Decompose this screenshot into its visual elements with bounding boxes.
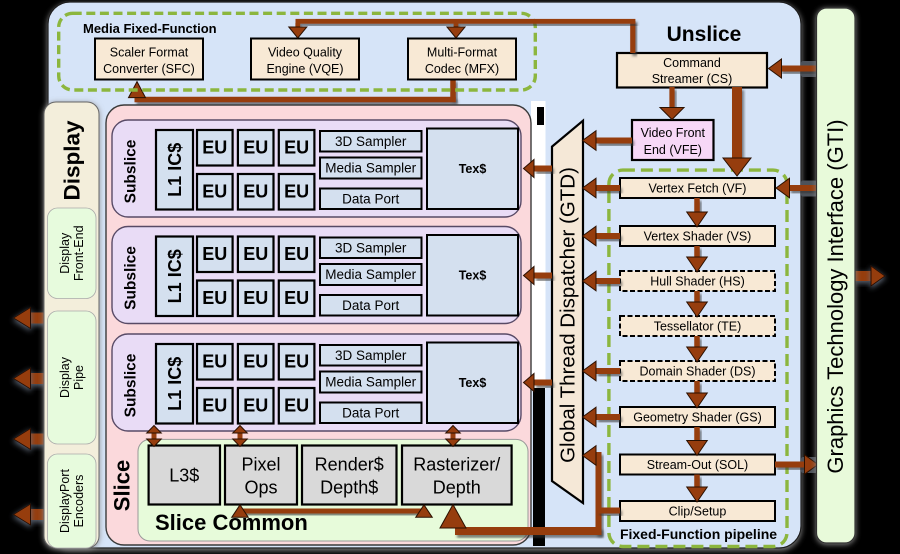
svg-text:Command: Command xyxy=(663,56,721,70)
svg-text:Media Sampler: Media Sampler xyxy=(325,161,416,176)
svg-text:EU: EU xyxy=(243,244,268,264)
svg-text:Video Quality: Video Quality xyxy=(268,46,343,60)
svg-text:Vertex Shader (VS): Vertex Shader (VS) xyxy=(644,230,752,244)
svg-text:Slice: Slice xyxy=(110,460,135,511)
svg-text:Engine (VQE): Engine (VQE) xyxy=(266,62,343,76)
svg-text:3D Sampler: 3D Sampler xyxy=(335,134,407,149)
svg-text:Tex$: Tex$ xyxy=(459,162,487,176)
svg-text:Unslice: Unslice xyxy=(667,23,742,46)
svg-text:Subslice: Subslice xyxy=(122,353,139,417)
svg-text:Display: Display xyxy=(59,120,84,201)
svg-text:EU: EU xyxy=(243,182,268,202)
svg-text:Pixel: Pixel xyxy=(241,455,280,475)
svg-text:Display: Display xyxy=(58,232,72,274)
svg-text:EU: EU xyxy=(202,288,227,308)
svg-text:Tex$: Tex$ xyxy=(459,376,487,390)
svg-text:Geometry Shader (GS): Geometry Shader (GS) xyxy=(633,411,762,425)
svg-text:Graphics Technology Interface: Graphics Technology Interface (GTI) xyxy=(823,119,848,473)
svg-text:EU: EU xyxy=(284,138,309,158)
svg-text:3D Sampler: 3D Sampler xyxy=(335,348,407,363)
svg-text:EU: EU xyxy=(202,352,227,372)
svg-text:Global Thread Dispatcher (GTD): Global Thread Dispatcher (GTD) xyxy=(557,167,580,463)
svg-text:EU: EU xyxy=(202,396,227,416)
svg-text:EU: EU xyxy=(202,244,227,264)
svg-text:Depth: Depth xyxy=(433,478,481,498)
svg-text:Data Port: Data Port xyxy=(342,298,399,313)
svg-text:L1 IC$: L1 IC$ xyxy=(165,249,185,303)
svg-text:EU: EU xyxy=(284,288,309,308)
svg-text:Media Sampler: Media Sampler xyxy=(325,267,416,282)
svg-text:Data Port: Data Port xyxy=(342,192,399,207)
svg-text:Rasterizer/: Rasterizer/ xyxy=(413,455,500,475)
svg-text:Media Sampler: Media Sampler xyxy=(325,375,416,390)
svg-text:Render$: Render$ xyxy=(315,455,384,475)
svg-text:EU: EU xyxy=(243,352,268,372)
svg-text:3D Sampler: 3D Sampler xyxy=(335,241,407,256)
svg-text:Fixed-Function pipeline: Fixed-Function pipeline xyxy=(620,526,777,542)
svg-text:Multi-Format: Multi-Format xyxy=(427,46,498,60)
svg-text:Stream-Out (SOL): Stream-Out (SOL) xyxy=(647,458,748,472)
svg-text:L3$: L3$ xyxy=(169,466,199,486)
svg-text:Scaler Format: Scaler Format xyxy=(110,46,189,60)
svg-text:EU: EU xyxy=(284,352,309,372)
svg-text:Encoders: Encoders xyxy=(72,475,86,528)
svg-text:Pipe: Pipe xyxy=(72,365,86,390)
svg-text:Subslice: Subslice xyxy=(122,139,139,203)
svg-text:Front-End: Front-End xyxy=(72,225,86,281)
svg-text:DisplayPort: DisplayPort xyxy=(58,469,72,533)
svg-text:EU: EU xyxy=(243,138,268,158)
svg-text:Codec (MFX): Codec (MFX) xyxy=(425,62,499,76)
svg-text:Media Fixed-Function: Media Fixed-Function xyxy=(83,21,217,36)
svg-text:Subslice: Subslice xyxy=(122,246,139,310)
svg-text:Data Port: Data Port xyxy=(342,406,399,421)
svg-text:EU: EU xyxy=(284,244,309,264)
svg-text:Slice Common: Slice Common xyxy=(155,510,308,535)
svg-text:EU: EU xyxy=(243,396,268,416)
svg-text:Hull Shader (HS): Hull Shader (HS) xyxy=(650,275,744,289)
svg-text:Video Front: Video Front xyxy=(641,126,706,140)
svg-text:EU: EU xyxy=(202,182,227,202)
svg-text:EU: EU xyxy=(284,182,309,202)
svg-text:Domain Shader (DS): Domain Shader (DS) xyxy=(639,365,755,379)
svg-text:Vertex Fetch (VF): Vertex Fetch (VF) xyxy=(649,182,747,196)
svg-text:Depth$: Depth$ xyxy=(320,478,378,498)
svg-text:EU: EU xyxy=(202,138,227,158)
svg-text:Display: Display xyxy=(58,356,72,398)
svg-text:Tex$: Tex$ xyxy=(459,269,487,283)
svg-text:Ops: Ops xyxy=(244,478,277,498)
svg-text:L1 IC$: L1 IC$ xyxy=(165,143,185,197)
svg-text:EU: EU xyxy=(243,288,268,308)
svg-text:Clip/Setup: Clip/Setup xyxy=(669,505,727,519)
svg-text:Streamer (CS): Streamer (CS) xyxy=(652,72,733,86)
svg-text:End (VFE): End (VFE) xyxy=(644,143,702,157)
svg-text:Tessellator (TE): Tessellator (TE) xyxy=(654,320,742,334)
svg-text:L1 IC$: L1 IC$ xyxy=(165,357,185,411)
svg-text:EU: EU xyxy=(284,396,309,416)
svg-text:Converter (SFC): Converter (SFC) xyxy=(103,62,195,76)
